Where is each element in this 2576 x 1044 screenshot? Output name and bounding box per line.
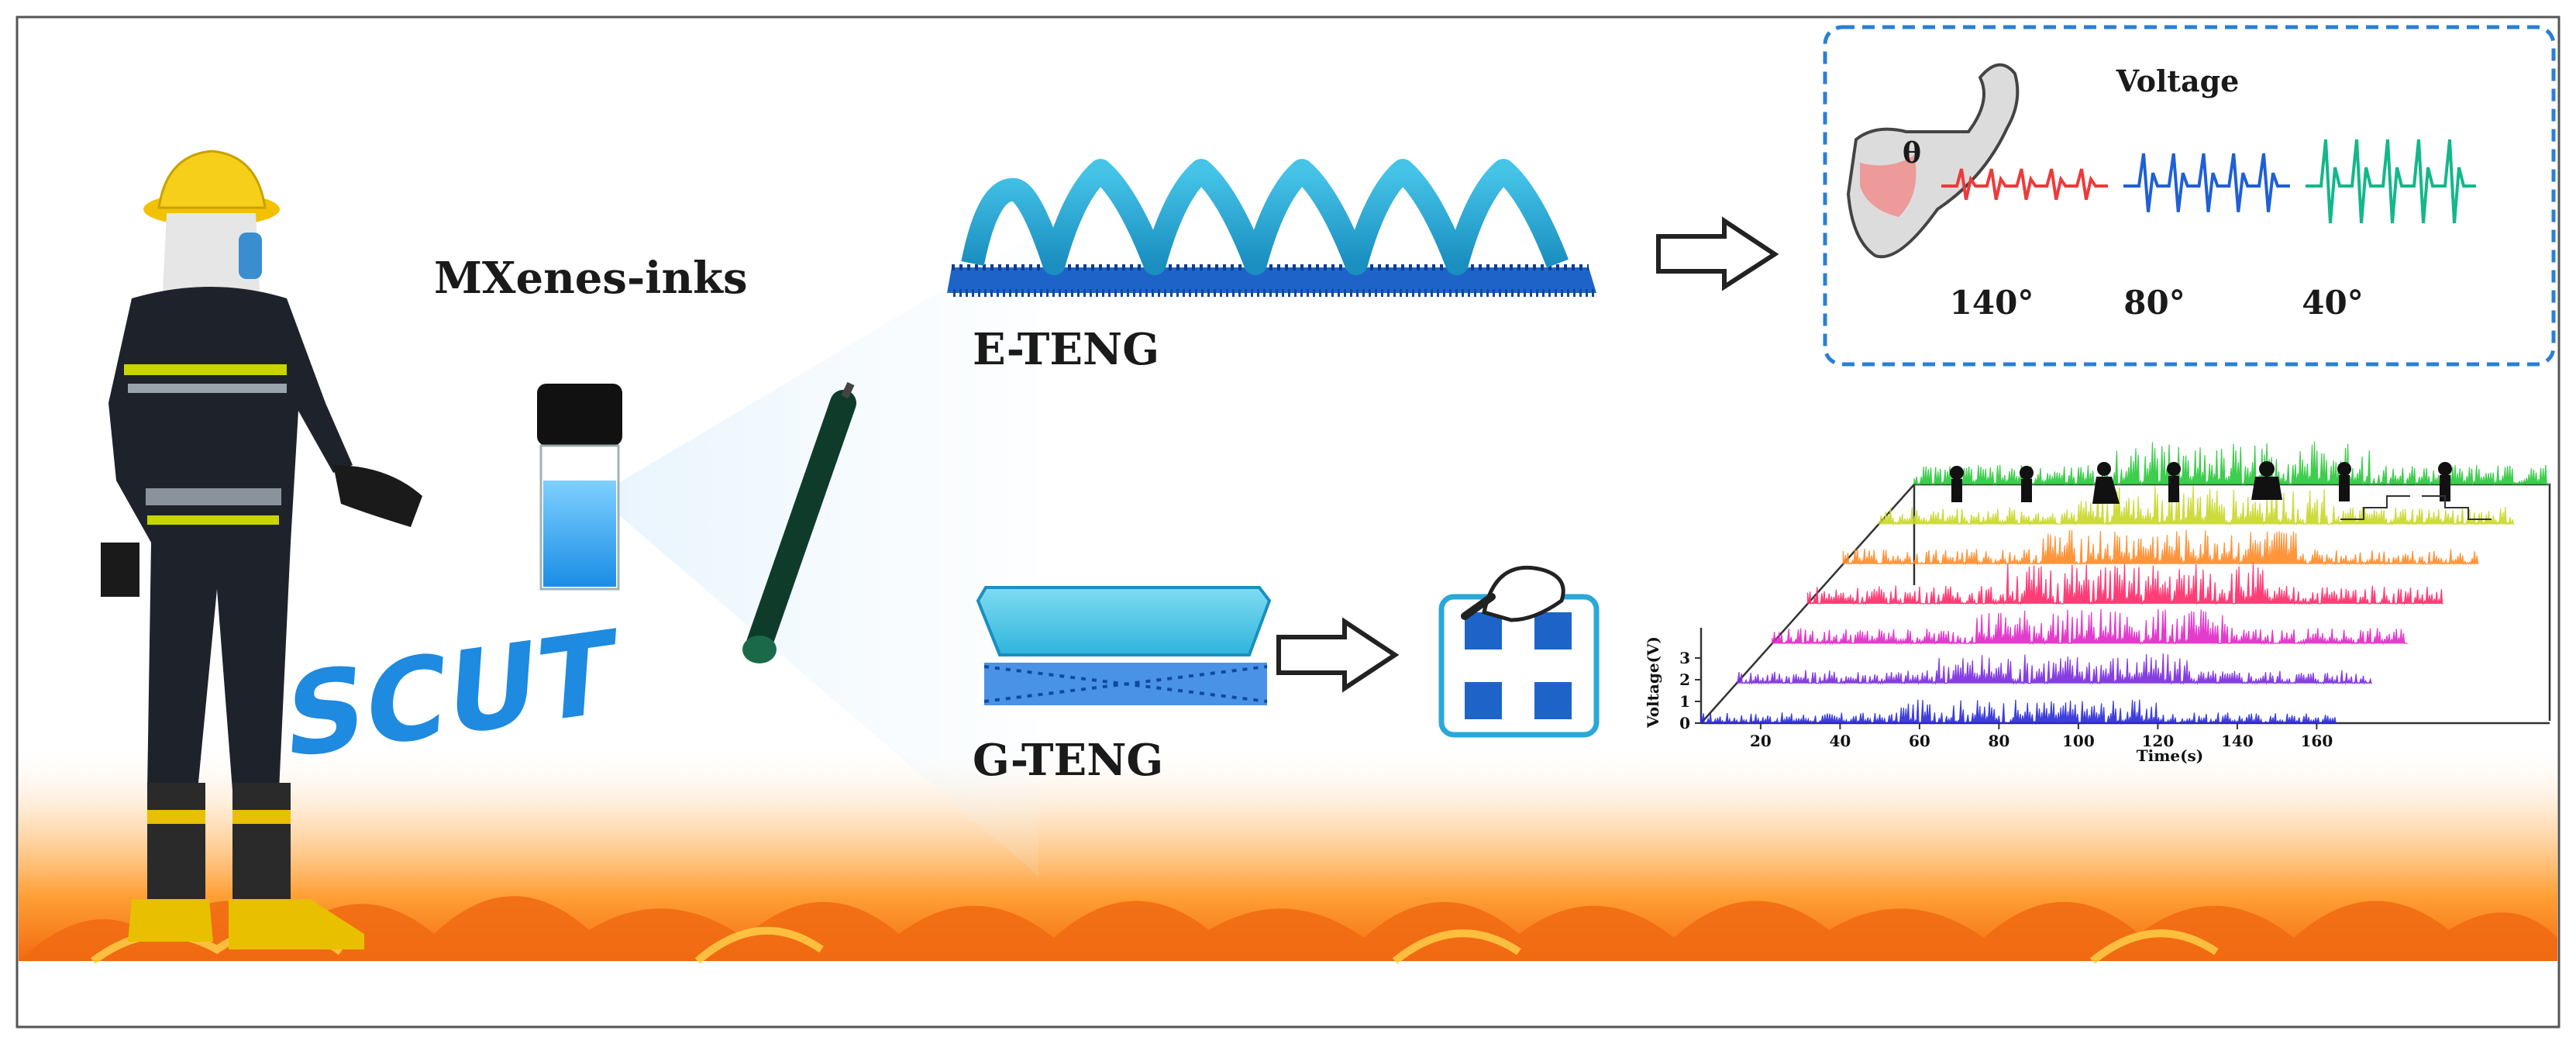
y-tick-label: 3 [1679, 649, 1690, 667]
light-beam [597, 233, 1038, 876]
voltage-trace-80 [2123, 153, 2290, 212]
mxenes-inks-label: MXenes-inks [434, 253, 748, 304]
e-teng-label: E-TENG [973, 324, 1159, 375]
x-axis-label: Time(s) [2137, 746, 2204, 765]
angle-label-140: 140° [1950, 284, 2034, 322]
y-tick-label: 2 [1679, 670, 1690, 689]
angle-label-40: 40° [2302, 284, 2363, 322]
x-tick-label: 40 [1829, 732, 1851, 750]
x-tick-label: 100 [2062, 732, 2095, 750]
touch-pad-icon [1438, 565, 1600, 738]
voltage-trace-140 [1941, 168, 2108, 201]
y-tick-label: 0 [1679, 714, 1690, 732]
series-trace-5 [1878, 485, 2515, 526]
y-axis-label: Voltage(V) [1644, 636, 1662, 729]
theta-label: θ [1903, 137, 1921, 170]
x-tick-label: 120 [2142, 732, 2175, 750]
voltage-time-chart: 20 40 60 80 100 120 140 160 0 1 2 3 Voltage(V) Tim… [1644, 441, 2551, 765]
x-tick-label: 140 [2221, 732, 2254, 750]
voltage-panel: Voltage θ 140° 80° 40° [1823, 25, 2556, 367]
fire-background [19, 744, 2557, 965]
voltage-title: Voltage [2116, 64, 2240, 98]
x-tick-label: 60 [1909, 732, 1930, 750]
e-teng-device [947, 159, 1596, 297]
voltage-traces [1941, 139, 2476, 224]
voltage-trace-40 [2306, 139, 2476, 224]
series-trace-2 [1772, 608, 2408, 646]
ink-vial [537, 384, 622, 591]
x-tick-label: 20 [1750, 732, 1772, 750]
arrow-right-icon [1656, 216, 1779, 291]
arrow-right-icon [1276, 617, 1400, 693]
g-teng-label: G-TENG [973, 735, 1163, 786]
series-trace-0 [1700, 699, 2337, 725]
series-trace-3 [1806, 563, 2443, 606]
y-tick-label: 1 [1679, 692, 1690, 711]
series-trace-4 [1842, 529, 2479, 567]
series-trace-1 [1736, 653, 2372, 686]
writing-pen [742, 381, 856, 663]
x-tick-label: 80 [1988, 732, 2009, 750]
firefighter-figure [101, 150, 422, 949]
x-tick-label: 160 [2301, 732, 2333, 750]
g-teng-device [976, 586, 1272, 705]
activity-icons [1950, 461, 2452, 504]
angle-label-80: 80° [2123, 284, 2185, 322]
